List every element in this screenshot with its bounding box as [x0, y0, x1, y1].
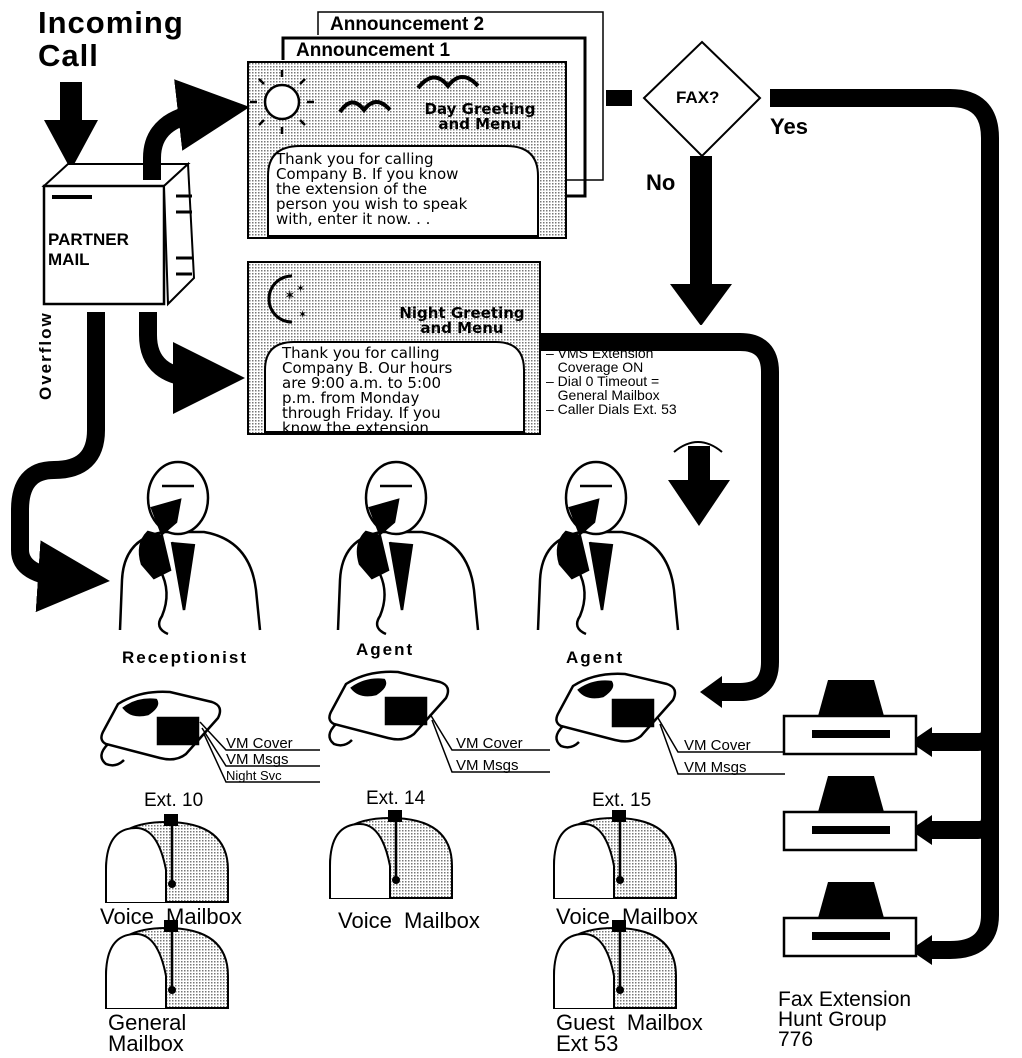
mailbox-icon	[553, 810, 677, 899]
fax-machine-icon	[782, 680, 918, 756]
fax-yes-label: Yes	[770, 114, 808, 139]
star-icon: ✶	[284, 287, 296, 303]
night-greeting-card: ✶ ✶ ✶	[247, 261, 541, 435]
ext10-vm-cover: VM Cover	[226, 735, 293, 752]
ext10-label: Ext. 10	[144, 790, 204, 811]
extension-leaders	[199, 713, 785, 783]
yes-line	[770, 89, 999, 959]
bird-icon	[416, 75, 480, 90]
night-note-1: – VMS Extension	[546, 345, 654, 361]
fax-hunt-group-label: Fax Extension Hunt Group 776	[778, 988, 912, 1051]
bird-icon	[338, 100, 392, 114]
person-on-phone-icon	[118, 460, 262, 636]
ext14-vm-msgs: VM Msgs	[456, 757, 519, 774]
no-arrow	[670, 156, 732, 327]
ext14-label: Ext. 14	[366, 788, 426, 809]
incoming-arrow	[44, 82, 98, 170]
partner-mail-label: PARTNER MAIL	[48, 230, 129, 270]
day-greeting-text: Thank you for calling Company B. If you …	[276, 150, 468, 228]
voice-mailbox-14-label: Voice Mailbox	[338, 908, 480, 933]
mailbox-icon	[105, 814, 229, 903]
fax-no-label: No	[646, 170, 676, 195]
announcement-2-label: Announcement 2	[330, 14, 485, 35]
telephone-icon	[555, 672, 677, 749]
overflow-label: Overflow	[36, 311, 55, 400]
telephone-icon	[100, 690, 222, 767]
announcement-1-label: Announcement 1	[296, 40, 451, 61]
star-icon: ✶	[296, 283, 305, 295]
night-note-3: – Dial 0 Timeout =	[546, 373, 660, 389]
ext14-vm-cover: VM Cover	[456, 735, 523, 752]
night-output-line	[540, 333, 779, 701]
mailbox-icon	[105, 920, 229, 1009]
moon-icon	[267, 274, 293, 324]
person-on-phone-icon	[536, 460, 680, 636]
general-mailbox-label: General Mailbox	[108, 1010, 187, 1056]
partner-mail-line1: PARTNER	[48, 230, 129, 249]
book-icon	[41, 161, 196, 307]
announcement-1-frame	[281, 36, 587, 198]
announcement-2-frame	[317, 11, 604, 181]
fax-machine-icon	[782, 776, 918, 852]
telephone-icon	[328, 670, 450, 747]
night-note-2: Coverage ON	[546, 359, 644, 375]
ext15-vm-cover: VM Cover	[684, 737, 751, 754]
ext10-night-svc: Night Svc	[226, 768, 282, 783]
day-greeting-title: Day Greeting and Menu	[424, 100, 536, 133]
agent-label-2: Agent	[566, 648, 625, 667]
sun-icon	[250, 70, 314, 134]
fax-machine-icon	[782, 882, 918, 958]
fax-question: FAX?	[676, 88, 720, 107]
ext10-vm-msgs: VM Msgs	[226, 751, 289, 768]
agent-down-arrow	[668, 441, 730, 526]
night-greeting-title: Night Greeting and Menu	[399, 304, 525, 337]
voice-mailbox-15-label: Voice Mailbox	[556, 904, 698, 929]
ext15-vm-msgs: VM Msgs	[684, 759, 747, 776]
receptionist-label: Receptionist	[122, 648, 249, 667]
arrow-overflow	[10, 312, 110, 613]
incoming-call-title: Incoming Call	[38, 5, 184, 73]
night-note-4: General Mailbox	[546, 387, 660, 403]
mailbox-icon	[553, 920, 677, 1009]
night-note-5: – Caller Dials Ext. 53	[546, 401, 677, 417]
night-greeting-text: Thank you for calling Company B. Our hou…	[282, 344, 453, 437]
partner-mail-line2: MAIL	[48, 250, 90, 269]
day-to-fax-connector	[606, 90, 632, 106]
star-icon: ✶	[298, 309, 307, 321]
arrow-to-day	[143, 79, 250, 180]
agent-label-1: Agent	[356, 640, 415, 659]
night-notes: – VMS Extension Coverage ON– Dial 0 Time…	[546, 346, 677, 416]
arrow-to-night	[139, 312, 245, 414]
person-on-phone-icon	[336, 460, 480, 636]
mailbox-icon	[329, 810, 453, 899]
guest-mailbox-label: Guest Mailbox Ext 53	[556, 1010, 703, 1056]
voice-mailbox-10-label: Voice Mailbox	[100, 904, 242, 929]
ext15-label: Ext. 15	[592, 790, 652, 811]
